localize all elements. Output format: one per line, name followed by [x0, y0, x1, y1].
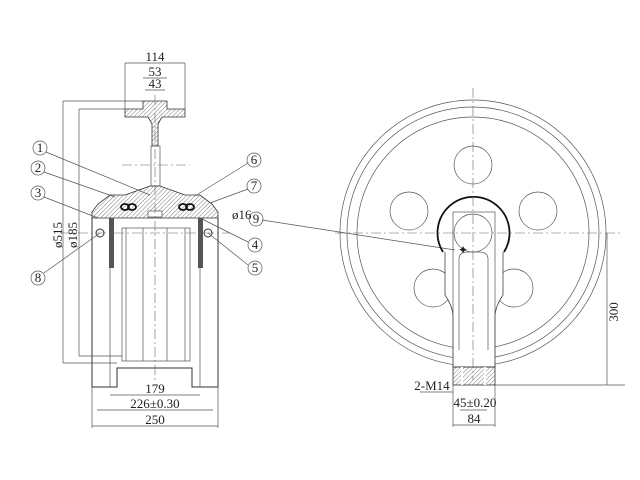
balloon-9: 9: [248, 211, 264, 227]
dim-45: 45±0.20: [454, 395, 497, 410]
seal-ring-left-2: [127, 203, 137, 211]
hub-web: [150, 145, 161, 187]
balloon-8: 8: [30, 270, 46, 286]
balloon-label: 4: [252, 237, 259, 252]
section-view: 114 53 43 ø515 ø185 ø16 179 226±0.30 250: [50, 49, 252, 428]
dim-43: 43: [149, 76, 162, 91]
balloon-4: 4: [247, 237, 263, 253]
dim-114: 114: [145, 49, 165, 64]
center-mark-icon: ✦: [458, 243, 468, 257]
seal-ring-right-2: [185, 203, 195, 211]
leader-line: [261, 219, 456, 251]
balloon-1: 1: [32, 140, 48, 156]
leader-line: [45, 151, 151, 196]
arm-foot: [452, 366, 496, 386]
balloon-label: 2: [35, 160, 42, 175]
dim-226: 226±0.30: [130, 396, 179, 411]
leader-line: [194, 162, 249, 197]
shaft: [121, 227, 191, 362]
lightening-hole: [389, 191, 429, 231]
arm-slot: [458, 251, 489, 350]
leader-line: [207, 232, 249, 266]
seal-ring-right: [178, 203, 188, 211]
dim-300: 300: [606, 302, 621, 322]
balloon-label: 3: [35, 185, 42, 200]
balloon-label: 8: [35, 270, 42, 285]
seal-ring-left: [120, 203, 130, 211]
dim-250: 250: [145, 412, 165, 427]
leader-line: [43, 196, 99, 219]
mounting-arm: [444, 252, 504, 368]
dim-diameter-515: ø515: [50, 222, 65, 248]
leader-line: [209, 188, 249, 204]
leader-line: [199, 217, 249, 243]
dim-53: 53: [149, 64, 162, 79]
balloon-7: 7: [246, 178, 262, 194]
balloon-label: 9: [253, 211, 260, 226]
dim-84: 84: [468, 411, 482, 426]
dim-pin-diameter: ø16: [232, 207, 252, 222]
part-balloons: 1 2 3 4 5 6 7 8 9: [30, 140, 456, 286]
bushing-left: [109, 218, 114, 268]
balloon-6: 6: [246, 152, 262, 168]
balloon-label: 5: [252, 260, 259, 275]
lightening-hole: [518, 191, 558, 231]
bushing-right: [198, 218, 203, 268]
leader-line: [43, 171, 116, 198]
front-view: ✦ 300 2-M14 45±0.20 84: [335, 88, 625, 427]
balloon-5: 5: [247, 260, 263, 276]
balloon-label: 7: [251, 178, 258, 193]
balloon-label: 6: [251, 152, 258, 167]
dim-diameter-185: ø185: [65, 222, 80, 248]
hub-arc: [436, 196, 511, 253]
balloon-3: 3: [30, 185, 46, 201]
balloon-2: 2: [30, 160, 46, 176]
wheel-body: [91, 218, 219, 388]
balloon-label: 1: [37, 140, 44, 155]
dim-179: 179: [145, 381, 165, 396]
leader-line: [43, 232, 101, 274]
thread-callout: 2-M14: [414, 378, 450, 393]
hub-flange: [124, 100, 186, 147]
